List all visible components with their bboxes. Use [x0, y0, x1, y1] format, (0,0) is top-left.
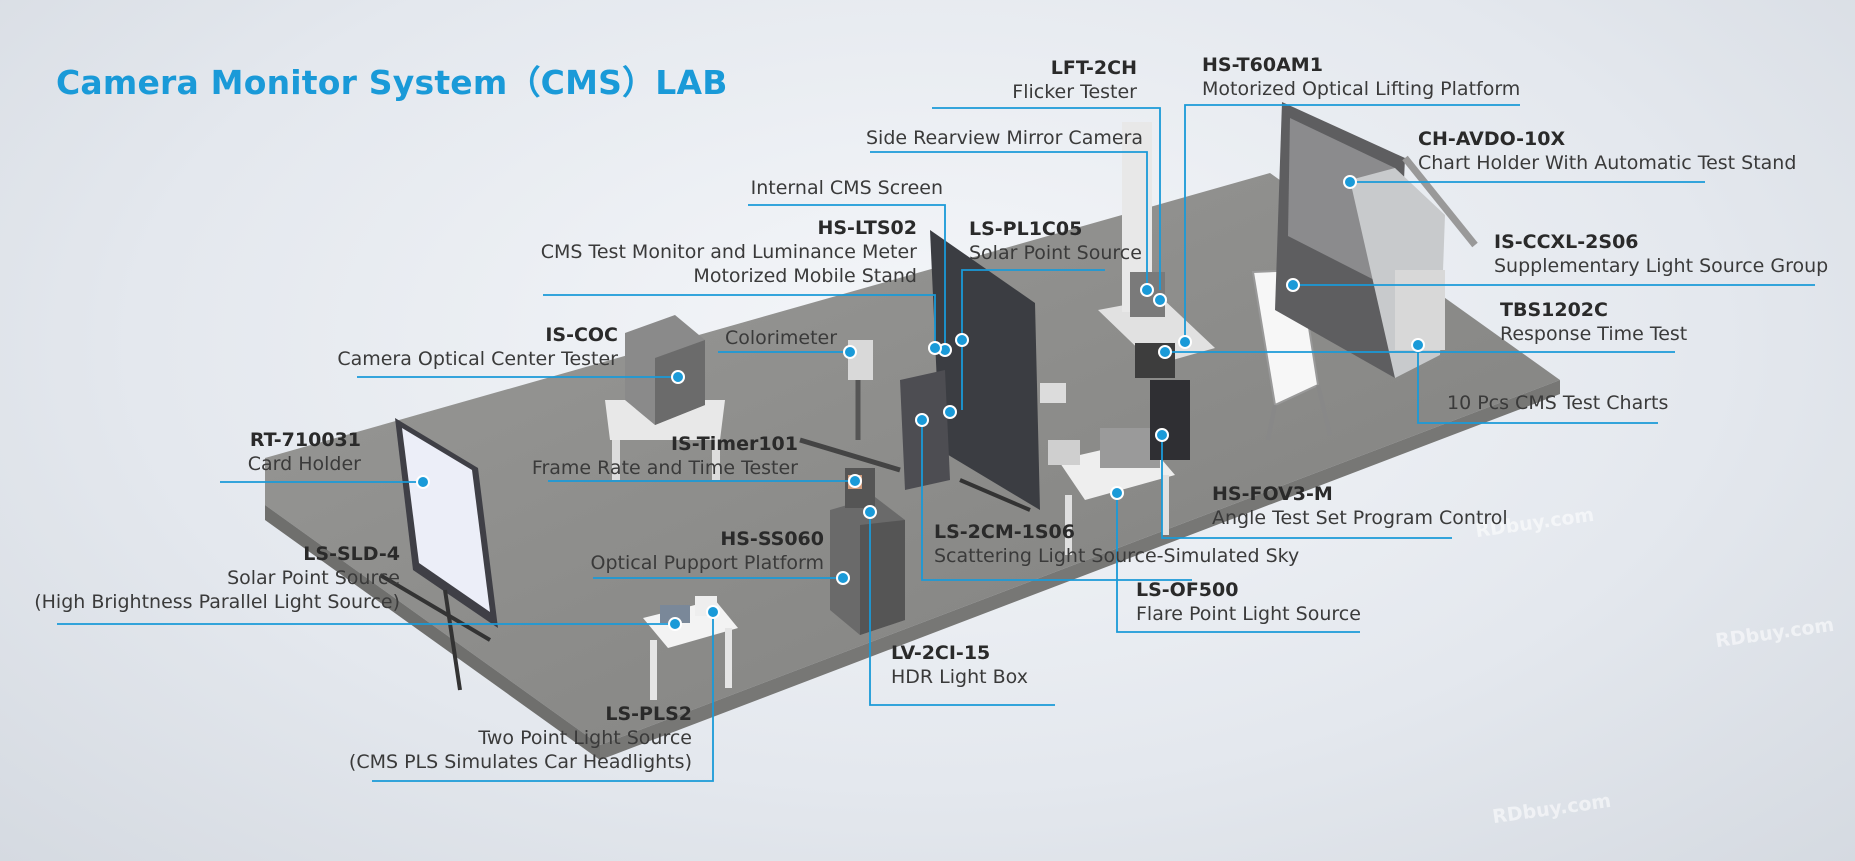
line-side: [870, 151, 1148, 290]
card-holder-board: [378, 418, 498, 691]
line-hslts: [543, 294, 936, 345]
line-ls2cm: [921, 420, 1192, 581]
label-chavdo: CH-AVDO-10X Chart Holder With Automatic …: [1418, 128, 1797, 174]
label-rt: RT-710031 Card Holder: [247, 429, 361, 475]
label-tbs: TBS1202C Response Time Test: [1500, 299, 1688, 345]
label-colorimeter: Colorimeter: [725, 327, 838, 349]
label-side: Side Rearview Mirror Camera: [866, 127, 1143, 149]
line-fov: [1161, 435, 1452, 539]
chart-holder-tower: [1275, 102, 1478, 378]
label-isccxl: IS-CCXL-2S06 Supplementary Light Source …: [1494, 231, 1829, 277]
label-iscoc: IS-COC Camera Optical Center Tester: [337, 324, 618, 370]
camera-optical-center-tester: [605, 315, 725, 480]
label-lspls: LS-PLS2 Two Point Light Source (CMS PLS …: [348, 703, 692, 773]
page-title: Camera Monitor System（CMS）LAB: [56, 63, 728, 102]
line-internal: [748, 204, 946, 350]
label-lspl1c: LS-PL1C05 Solar Point Source: [969, 218, 1142, 264]
label-hst60: HS-T60AM1 Motorized Optical Lifting Plat…: [1202, 54, 1521, 100]
label-charts: 10 Pcs CMS Test Charts: [1447, 392, 1669, 414]
scattering-light-panel: [900, 230, 1040, 512]
line-hsss-v: [869, 512, 1055, 706]
label-internal: Internal CMS Screen: [750, 177, 943, 199]
label-lv2ci: LV-2CI-15 HDR Light Box: [891, 642, 1028, 688]
callout-dots: [416, 175, 1425, 631]
label-fov: HS-FOV3-M Angle Test Set Program Control: [1212, 483, 1508, 529]
callout-lines: [57, 104, 1815, 782]
line-lft2ch: [932, 107, 1161, 290]
line-lspls: [372, 612, 714, 782]
label-lsof: LS-OF500 Flare Point Light Source: [1136, 579, 1361, 625]
line-hst60: [1184, 104, 1520, 342]
label-hsss: HS-SS060 Optical Pupport Platform: [590, 528, 825, 574]
label-ls2cm: LS-2CM-1S06 Scattering Light Source-Simu…: [934, 521, 1300, 567]
label-hslts: HS-LTS02 CMS Test Monitor and Luminance …: [540, 217, 917, 287]
optical-support-platform: [830, 468, 905, 635]
label-lssld: LS-SLD-4 Solar Point Source (High Bright…: [34, 543, 400, 613]
line-lspl1c: [961, 269, 1105, 410]
line-lsof: [1116, 493, 1360, 633]
line-charts: [1417, 345, 1658, 424]
label-lft2ch: LFT-2CH Flicker Tester: [1012, 57, 1137, 103]
label-timer: IS-Timer101 Frame Rate and Time Tester: [531, 433, 798, 479]
fov-test-set: [1040, 380, 1190, 555]
